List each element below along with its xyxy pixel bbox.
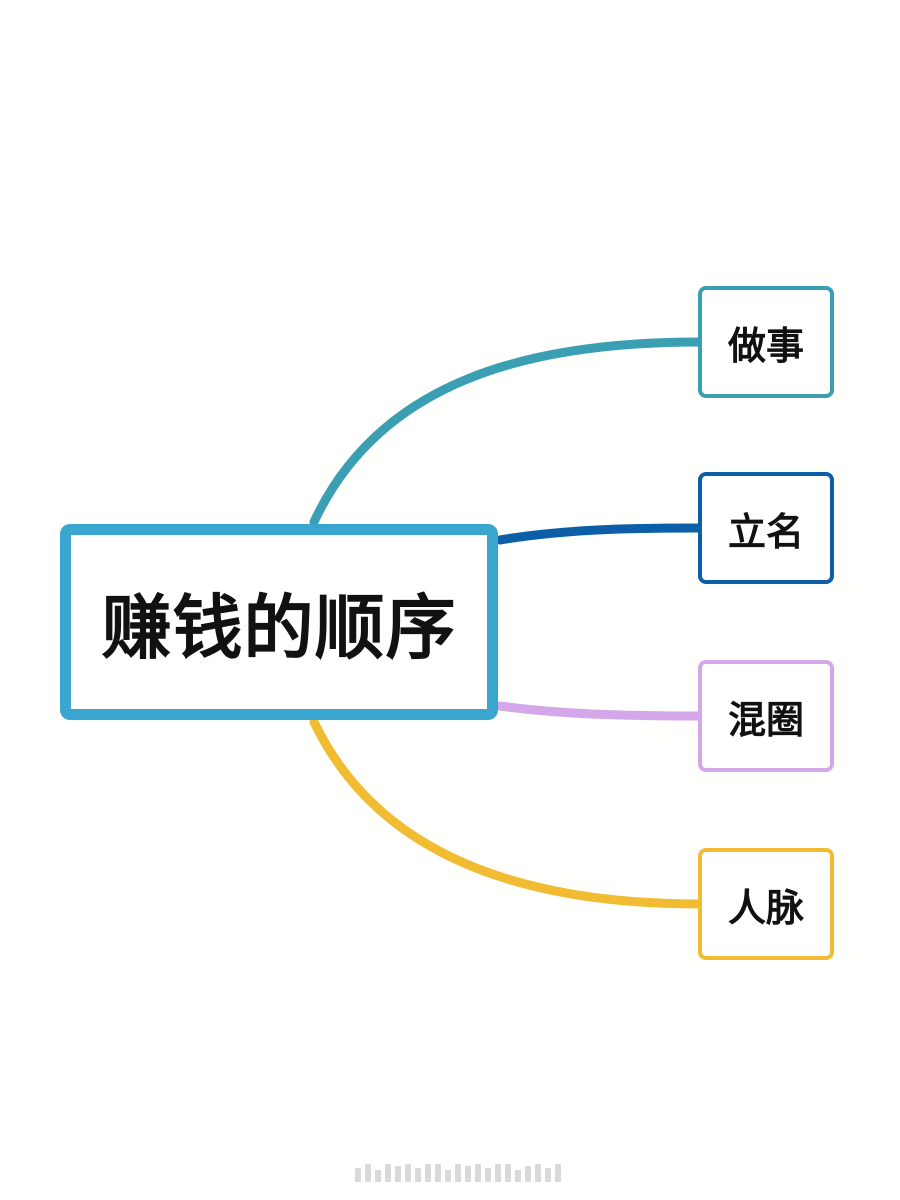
connector-hunquan	[495, 701, 705, 721]
connector-liming	[495, 523, 705, 545]
branch-label: 人脉	[727, 885, 804, 930]
branch-label: 立名	[727, 509, 804, 554]
branch-label: 做事	[727, 323, 804, 368]
branch-node-liming: 立名	[698, 472, 834, 584]
branch-node-renmai: 人脉	[698, 848, 834, 960]
connector-renmai	[309, 717, 705, 909]
branch-node-zuoshi: 做事	[698, 286, 834, 398]
root-topic: 赚钱的顺序	[60, 524, 498, 720]
connector-zuoshi	[309, 337, 705, 527]
watermark	[355, 1164, 561, 1182]
root-topic-label: 赚钱的顺序	[101, 586, 457, 669]
branch-label: 混圈	[727, 697, 804, 742]
branch-node-hunquan: 混圈	[698, 660, 834, 772]
